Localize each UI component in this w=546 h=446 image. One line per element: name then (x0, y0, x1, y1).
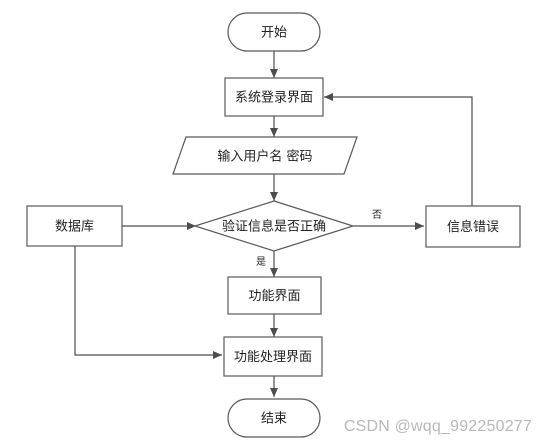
node-function-ui: 功能界面 (227, 276, 322, 315)
node-error: 信息错误 (425, 205, 521, 248)
node-process-ui: 功能处理界面 (223, 336, 323, 377)
node-login-ui-label: 系统登录界面 (235, 91, 313, 106)
edge-label-yes: 是 (256, 256, 266, 268)
node-process-ui-label: 功能处理界面 (234, 350, 312, 365)
node-start-label: 开始 (261, 26, 287, 41)
watermark: CSDN @wqq_992250277 (343, 418, 532, 435)
node-end-label: 结束 (261, 412, 287, 427)
node-login-ui: 系统登录界面 (224, 77, 324, 117)
node-verify: 验证信息是否正确 (193, 200, 355, 252)
node-input-credentials-label: 输入用户名 密码 (217, 149, 312, 165)
node-end: 结束 (227, 398, 321, 438)
node-function-ui-label: 功能界面 (248, 289, 300, 304)
node-input-credentials: 输入用户名 密码 (172, 136, 358, 175)
edge-database-to-process (74, 246, 222, 359)
edge-label-no: 否 (372, 209, 382, 221)
node-start: 开始 (227, 12, 321, 52)
node-error-label: 信息错误 (447, 219, 499, 235)
node-database: 数据库 (26, 205, 123, 247)
node-verify-label: 验证信息是否正确 (222, 219, 326, 235)
node-database-label: 数据库 (55, 219, 94, 235)
edge-error-to-login (324, 93, 473, 206)
